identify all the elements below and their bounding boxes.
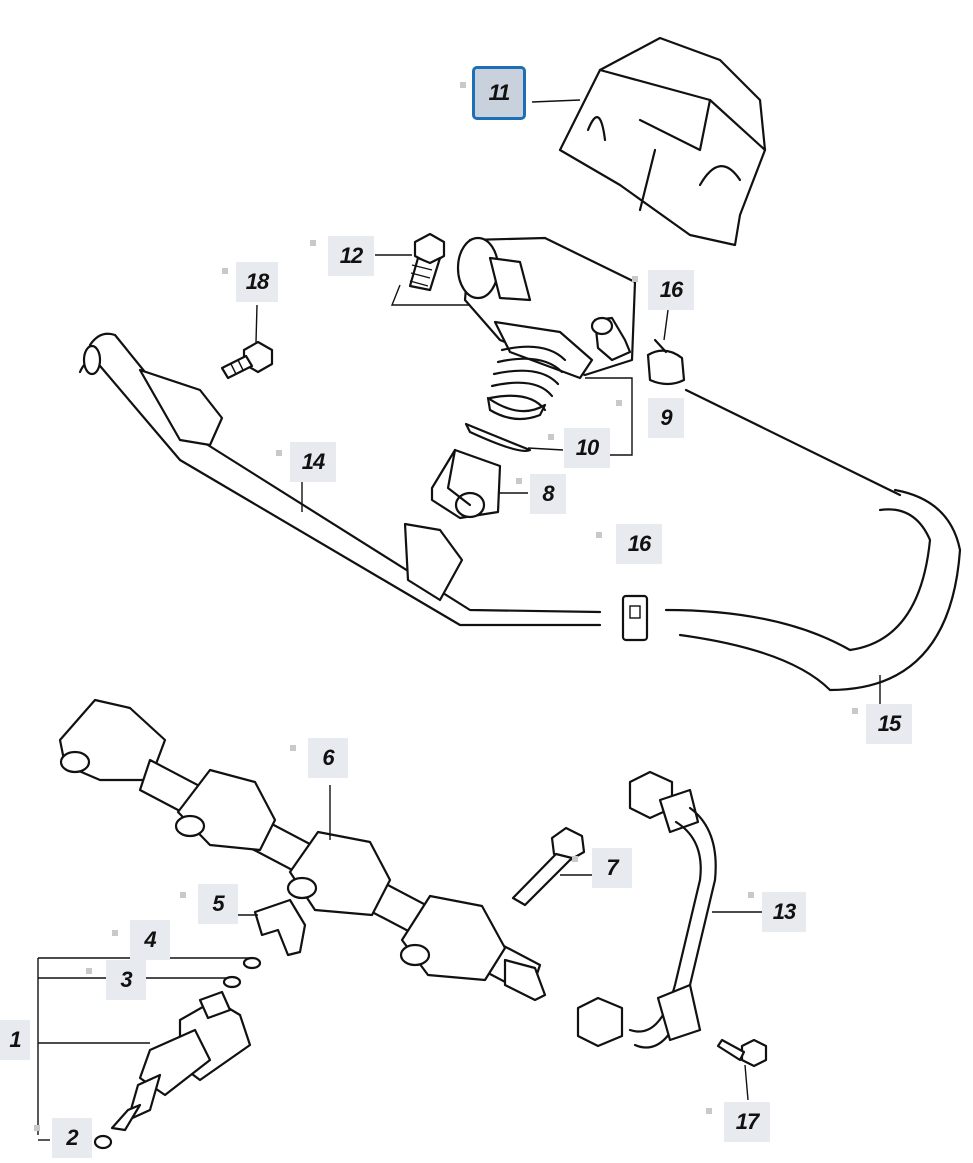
part-11-pump-cover[interactable]	[558, 36, 767, 247]
part-1-injector[interactable]	[110, 990, 252, 1132]
marker-dot	[222, 268, 228, 274]
callout-8[interactable]: 8	[530, 474, 566, 514]
part-5-clip[interactable]	[253, 898, 307, 957]
part-7-bolt[interactable]	[511, 826, 586, 907]
part-3-o-ring[interactable]	[222, 975, 242, 989]
callout-6-label: 6	[322, 745, 334, 770]
callout-10-label: 10	[575, 435, 600, 460]
leader-11	[531, 99, 581, 103]
marker-dot	[290, 745, 296, 751]
callout-16-top[interactable]: 16	[648, 270, 694, 310]
part-17-bolt[interactable]	[716, 1038, 768, 1068]
marker-dot	[276, 450, 282, 456]
marker-dot	[86, 968, 92, 974]
callout-12-label: 12	[339, 243, 364, 268]
part-2-seal-ring[interactable]	[93, 1134, 113, 1150]
callout-4[interactable]: 4	[130, 920, 170, 960]
high-pressure-fuel-pump[interactable]	[456, 236, 637, 380]
marker-dot	[548, 434, 554, 440]
part-16-clip[interactable]	[621, 594, 649, 642]
marker-dot	[460, 82, 466, 88]
callout-11[interactable]: 11	[472, 66, 526, 120]
callout-15[interactable]: 15	[866, 704, 912, 744]
leader-10	[527, 447, 564, 451]
marker-dot	[34, 1125, 40, 1131]
marker-dot	[616, 400, 622, 406]
marker-dot	[310, 240, 316, 246]
marker-dot	[572, 856, 578, 862]
marker-dot	[596, 532, 602, 538]
callout-3-label: 3	[120, 967, 132, 992]
marker-dot	[852, 708, 858, 714]
callout-17[interactable]: 17	[724, 1102, 770, 1142]
callout-17-label: 17	[735, 1109, 760, 1134]
part-13-high-pressure-pipe[interactable]	[576, 770, 717, 1049]
part-8-lifter[interactable]	[430, 448, 502, 520]
part-12-bolt[interactable]	[408, 232, 446, 292]
callout-14-label: 14	[301, 449, 326, 474]
callout-15-label: 15	[877, 711, 902, 736]
part-4-seal[interactable]	[242, 956, 262, 970]
part-16-hose-clamp[interactable]	[646, 338, 686, 386]
callout-2[interactable]: 2	[52, 1118, 92, 1158]
callout-5-label: 5	[212, 891, 224, 916]
callout-4-label: 4	[144, 927, 156, 952]
callout-13-label: 13	[772, 899, 797, 924]
callout-9-label: 9	[660, 405, 672, 430]
callout-7[interactable]: 7	[592, 848, 632, 888]
marker-dot	[748, 892, 754, 898]
callout-18-label: 18	[245, 269, 270, 294]
marker-dot	[706, 1108, 712, 1114]
callout-12[interactable]: 12	[328, 236, 374, 276]
callout-2-label: 2	[66, 1125, 78, 1150]
part-18-bolt[interactable]	[220, 340, 274, 380]
callout-16-lower-label: 16	[627, 531, 652, 556]
marker-dot	[112, 930, 118, 936]
callout-18[interactable]: 18	[236, 262, 278, 302]
callout-6[interactable]: 6	[308, 738, 348, 778]
part-9-spring[interactable]	[486, 345, 567, 421]
callout-5[interactable]: 5	[198, 884, 238, 924]
leader-16a	[663, 309, 669, 341]
callout-16-top-label: 16	[659, 277, 684, 302]
bracket-9	[585, 377, 633, 456]
callout-1[interactable]: 1	[0, 1020, 30, 1060]
callout-14[interactable]: 14	[290, 442, 336, 482]
callout-8-label: 8	[542, 481, 554, 506]
leader-17	[744, 1064, 749, 1101]
marker-dot	[180, 892, 186, 898]
callout-3[interactable]: 3	[106, 960, 146, 1000]
callout-11-label: 11	[488, 80, 511, 105]
part-6-fuel-rail[interactable]	[58, 698, 547, 1002]
marker-dot	[632, 276, 638, 282]
part-15-hose[interactable]	[664, 388, 962, 692]
callout-9[interactable]: 9	[648, 398, 684, 438]
callout-13[interactable]: 13	[762, 892, 806, 932]
callout-1-label: 1	[9, 1027, 21, 1052]
part-14-fuel-pipe[interactable]	[78, 332, 602, 627]
callout-16-lower[interactable]: 16	[616, 524, 662, 564]
marker-dot	[516, 478, 522, 484]
callout-10[interactable]: 10	[564, 428, 610, 468]
part-10-o-ring[interactable]	[464, 422, 532, 452]
leader-18	[255, 304, 258, 343]
callout-7-label: 7	[606, 855, 618, 880]
